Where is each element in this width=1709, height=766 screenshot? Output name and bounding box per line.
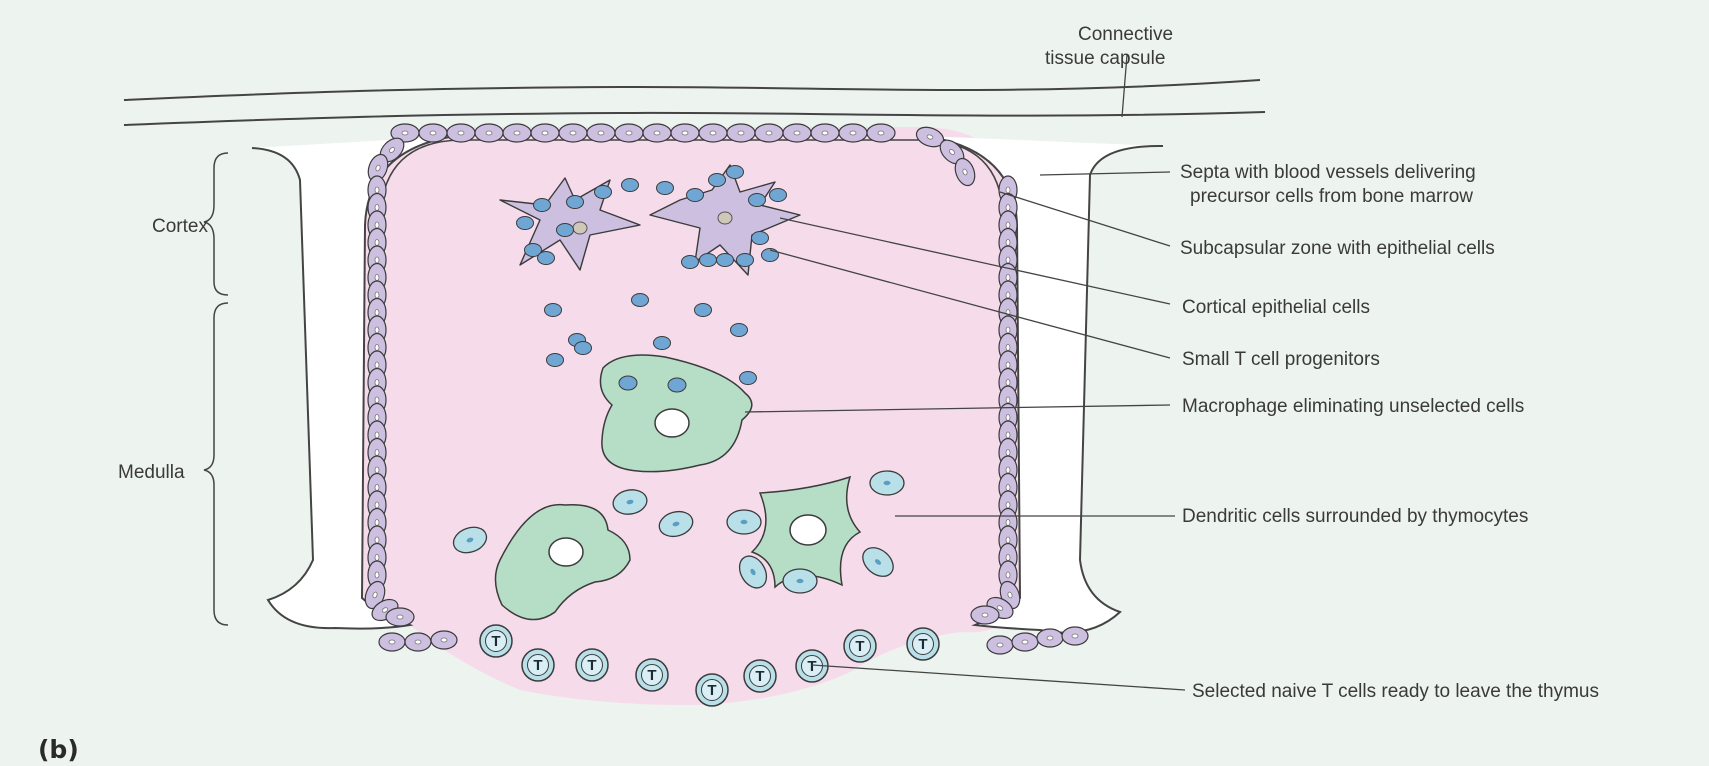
progenitor-cell	[731, 324, 748, 337]
epithelial-cell	[1012, 633, 1038, 651]
t-cell-letter: T	[707, 682, 716, 699]
epithelial-cell	[431, 631, 457, 649]
t-cell: T	[522, 649, 554, 681]
capsule-label-line1: Connective	[1078, 24, 1173, 45]
t-cell-letter: T	[533, 657, 542, 674]
progenitor-cell	[632, 294, 649, 307]
cortical-epithelial-label: Cortical epithelial cells	[1182, 297, 1370, 318]
progenitor-cell	[517, 217, 534, 230]
progenitor-cell	[687, 189, 704, 202]
t-cell: T	[744, 660, 776, 692]
t-cell: T	[907, 628, 939, 660]
cortex-label: Cortex	[152, 216, 208, 237]
epithelial-cell	[1062, 627, 1088, 645]
medulla-label: Medulla	[118, 462, 185, 483]
subcapsular-label: Subcapsular zone with epithelial cells	[1180, 238, 1495, 259]
t-cell: T	[696, 674, 728, 706]
leader-line	[812, 665, 1185, 690]
progenitor-cell	[622, 179, 639, 192]
engulfed-cell	[668, 378, 686, 392]
progenitor-cell	[770, 189, 787, 202]
progenitor-cell	[557, 224, 574, 237]
epithelial-cell	[971, 606, 999, 624]
dendritic-nucleus	[549, 538, 583, 566]
progenitor-cell	[682, 256, 699, 269]
progenitor-cell	[545, 304, 562, 317]
progenitor-cell	[547, 354, 564, 367]
t-cell-letter: T	[855, 638, 864, 655]
engulfed-cell	[619, 376, 637, 390]
macrophage-label: Macrophage eliminating unselected cells	[1182, 396, 1524, 417]
progenitor-cell	[538, 252, 555, 265]
thymocyte	[870, 471, 904, 495]
dendritic-label: Dendritic cells surrounded by thymocytes	[1182, 506, 1528, 527]
progenitor-cell	[700, 254, 717, 267]
epithelial-cell	[559, 124, 587, 142]
epithelial-cell	[1037, 629, 1063, 647]
t-cell-letter: T	[918, 636, 927, 653]
thymocyte	[727, 510, 761, 534]
progenitor-cell	[717, 254, 734, 267]
panel-label: (b)	[38, 735, 79, 764]
progenitor-cell	[657, 182, 674, 195]
dendritic-nucleus	[790, 515, 826, 545]
progenitor-cell	[595, 186, 612, 199]
t-cell-letter: T	[491, 633, 500, 650]
progenitor-cell	[567, 196, 584, 209]
epithelial-cell	[755, 124, 783, 142]
selected-t-cells-label: Selected naive T cells ready to leave th…	[1192, 681, 1599, 702]
medulla-brace	[204, 303, 228, 625]
epithelial-cell	[531, 124, 559, 142]
t-cell-letter: T	[807, 658, 816, 675]
progenitor-cell	[740, 372, 757, 385]
capsule-line-outer	[124, 80, 1260, 100]
septa-label-line2: precursor cells from bone marrow	[1190, 186, 1473, 207]
epithelial-cell	[379, 633, 405, 651]
epithelial-cell	[811, 124, 839, 142]
epithelial-cell	[671, 124, 699, 142]
progenitor-cell	[709, 174, 726, 187]
epithelial-cell	[727, 124, 755, 142]
epithelial-cell	[699, 124, 727, 142]
epithelial-cell	[839, 124, 867, 142]
epithelial-cell	[867, 124, 895, 142]
epithelial-cell	[783, 124, 811, 142]
epithelial-cell	[643, 124, 671, 142]
t-cell-letter: T	[755, 668, 764, 685]
cortical-epithelial-nucleus	[718, 212, 732, 224]
epithelial-cell	[587, 124, 615, 142]
t-cell-letter: T	[587, 657, 596, 674]
epithelial-cell	[419, 124, 447, 142]
t-cell: T	[636, 659, 668, 691]
progenitors-label: Small T cell progenitors	[1182, 349, 1380, 370]
epithelial-cell	[405, 633, 431, 651]
t-cell: T	[844, 630, 876, 662]
progenitor-cell	[752, 232, 769, 245]
epithelial-cell	[987, 636, 1013, 654]
t-cell-letter: T	[647, 667, 656, 684]
t-cell: T	[576, 649, 608, 681]
epithelial-cell	[447, 124, 475, 142]
thymocyte	[783, 569, 817, 593]
macrophage-nucleus	[655, 409, 689, 437]
epithelial-cell	[615, 124, 643, 142]
progenitor-cell	[654, 337, 671, 350]
capsule-label-line2: tissue capsule	[1045, 48, 1165, 69]
progenitor-cell	[575, 342, 592, 355]
progenitor-cell	[749, 194, 766, 207]
progenitor-cell	[534, 199, 551, 212]
progenitor-cell	[737, 254, 754, 267]
epithelial-cell	[503, 124, 531, 142]
t-cell: T	[480, 625, 512, 657]
progenitor-cell	[727, 166, 744, 179]
progenitor-cell	[695, 304, 712, 317]
septa-label-line1: Septa with blood vessels delivering	[1180, 162, 1476, 183]
epithelial-cell	[386, 608, 414, 626]
epithelial-cell	[475, 124, 503, 142]
capsule-line-inner	[124, 112, 1265, 125]
cortical-epithelial-nucleus	[573, 222, 587, 234]
